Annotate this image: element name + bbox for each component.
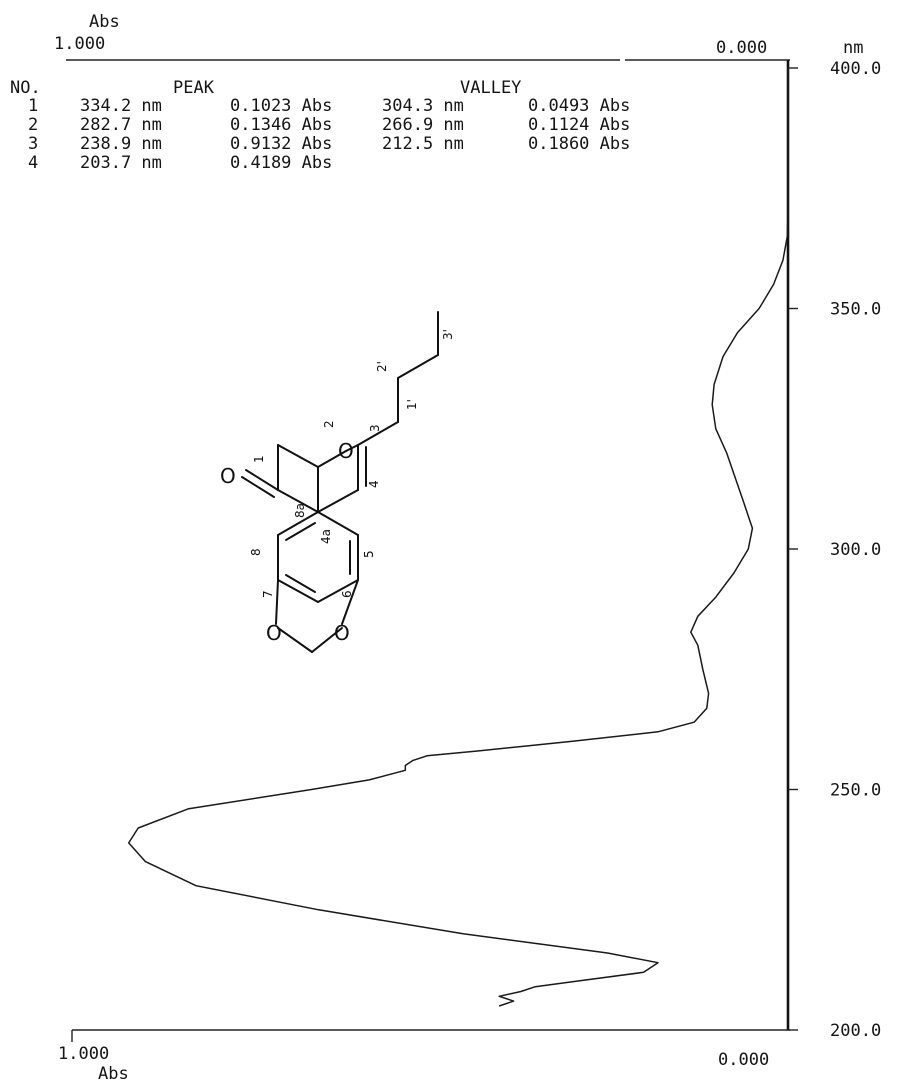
bottom-left-value: 1.000 (58, 1044, 110, 1064)
position-label: 3' (441, 329, 455, 340)
position-label: 6 (340, 590, 354, 598)
position-label: 3 (368, 424, 382, 432)
position-label: 7 (261, 590, 275, 598)
row-peak-nm: 282.7 nm (80, 115, 162, 135)
row-no: 2 (28, 115, 39, 135)
wavelength-ticks: 400.0 350.0 300.0 250.0 200.0 (788, 59, 881, 1041)
atom-o-right: O (334, 621, 350, 645)
row-no: 1 (28, 96, 39, 116)
row-no: 4 (28, 153, 39, 173)
position-label: 4a (319, 529, 333, 544)
position-label: 2 (322, 420, 336, 428)
position-label: 2' (375, 361, 389, 372)
row-peak-abs: 0.9132 Abs (230, 134, 333, 154)
position-label: 8 (249, 548, 263, 556)
table-header-no: NO. (10, 78, 41, 98)
atom-o-ring: O (338, 439, 354, 463)
top-left-value: 1.000 (54, 34, 106, 54)
row-no: 3 (28, 134, 39, 154)
wavelength-tick-label: 350.0 (830, 300, 881, 320)
wavelength-tick-label: 300.0 (830, 540, 881, 560)
row-valley-abs: 0.0493 Abs (528, 96, 631, 116)
position-label: 8a (293, 503, 307, 518)
wavelength-tick-label: 200.0 (830, 1021, 881, 1041)
atom-o-carbonyl: O (220, 464, 236, 488)
row-peak-nm: 238.9 nm (80, 134, 162, 154)
x-unit-label: nm (843, 38, 864, 58)
row-valley-abs: 0.1860 Abs (528, 134, 631, 154)
atom-o-left: O (266, 621, 282, 645)
row-valley-nm: 304.3 nm (382, 96, 464, 116)
absorbance-curve (127, 68, 789, 1007)
row-valley-abs: 0.1124 Abs (528, 115, 631, 135)
top-right-value: 0.000 (716, 38, 768, 58)
position-label: 1 (252, 455, 266, 463)
row-peak-abs: 0.4189 Abs (230, 153, 333, 173)
table-header-peak: PEAK (173, 78, 214, 98)
row-peak-nm: 203.7 nm (80, 153, 162, 173)
table-header-valley: VALLEY (460, 78, 522, 98)
position-label: 1' (405, 399, 419, 410)
wavelength-tick-label: 250.0 (830, 781, 881, 801)
row-peak-abs: 0.1346 Abs (230, 115, 333, 135)
top-abs-unit: Abs (89, 12, 120, 32)
row-peak-abs: 0.1023 Abs (230, 96, 333, 116)
wavelength-tick-label: 400.0 (830, 59, 881, 79)
position-label: 5 (362, 550, 376, 558)
bottom-abs-unit: Abs (98, 1064, 129, 1084)
row-valley-nm: 266.9 nm (382, 115, 464, 135)
bottom-right-value: 0.000 (718, 1050, 770, 1070)
position-label: 4 (367, 480, 381, 488)
row-valley-nm: 212.5 nm (382, 134, 464, 154)
row-peak-nm: 334.2 nm (80, 96, 162, 116)
